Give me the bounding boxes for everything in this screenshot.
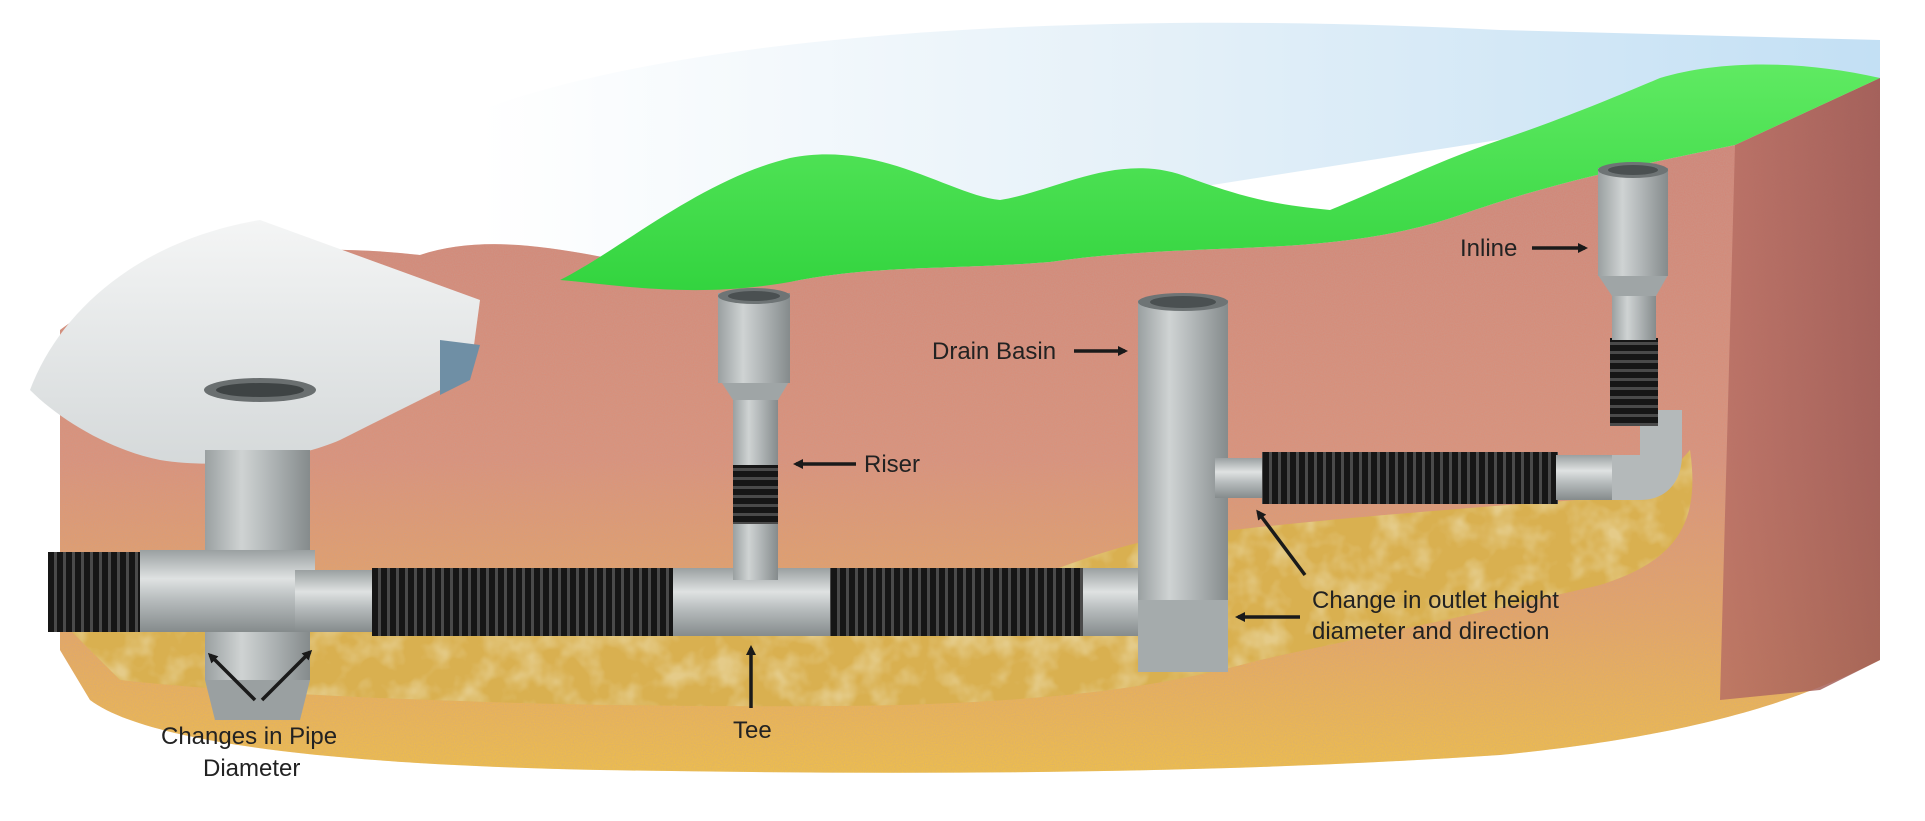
catch-basin-grate-inner <box>216 383 304 397</box>
pipe-fitting-left <box>140 550 315 632</box>
pipe-fitting-left-2 <box>295 570 375 632</box>
elbow-horizontal <box>1556 455 1616 500</box>
drain-basin-outlet <box>1215 458 1265 498</box>
label-change-outlet-line1: Change in outlet height <box>1312 587 1559 614</box>
riser-grate-inner <box>728 291 780 301</box>
soil-side-face <box>1720 78 1880 700</box>
label-changes-pipe-line1: Changes in Pipe <box>161 723 337 750</box>
label-change-outlet-line2: diameter and direction <box>1312 618 1549 645</box>
corrugated-pipe-1 <box>372 568 675 636</box>
inline-lower <box>1612 295 1656 340</box>
label-drain-basin: Drain Basin <box>932 338 1056 365</box>
catch-basin-bottom <box>205 680 310 720</box>
inline-grate-inner <box>1608 165 1658 175</box>
label-changes-pipe-line2: Diameter <box>203 755 300 782</box>
corrugated-pipe-3 <box>1262 452 1558 504</box>
riser-top-pipe <box>718 293 790 383</box>
corrugated-pipe-2 <box>830 568 1085 636</box>
inline-top-pipe <box>1598 168 1668 276</box>
label-riser: Riser <box>864 451 920 478</box>
riser-corrugated <box>733 462 778 524</box>
inline-corrugated <box>1610 338 1658 426</box>
drain-basin-sump <box>1138 600 1228 672</box>
corrugated-pipe-left <box>48 552 148 632</box>
label-inline: Inline <box>1460 235 1517 262</box>
label-tee: Tee <box>733 717 772 744</box>
tee-fitting-vertical <box>733 520 778 580</box>
drain-basin-grate-inner <box>1150 296 1216 308</box>
